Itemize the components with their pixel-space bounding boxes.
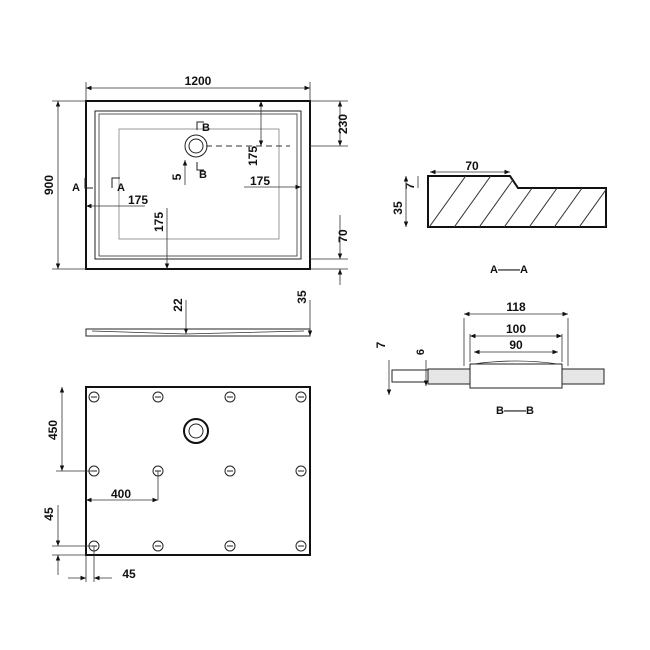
- dim-label-100: 100: [506, 322, 526, 336]
- section-aa-profile: [427, 175, 607, 228]
- section-bb-right-tray: [561, 368, 605, 385]
- dim-label-90: 90: [509, 338, 523, 352]
- dim-label-175-left: 175: [128, 193, 148, 207]
- section-a-label-left: A: [72, 182, 80, 194]
- section-a-label-right: A: [117, 182, 125, 194]
- dim-label-400: 400: [111, 487, 131, 501]
- support-foot: [152, 540, 164, 552]
- bottom-view: 450 400 45 45: [42, 386, 311, 582]
- waste-outlet-outer: [184, 134, 208, 158]
- support-foot: [152, 391, 164, 403]
- dim-label-45-v: 45: [42, 507, 56, 521]
- tray-inner-rim: [94, 110, 302, 260]
- tray-underside-outline: [85, 386, 311, 556]
- dim-label-118: 118: [506, 300, 526, 314]
- support-foot: [295, 391, 307, 403]
- dim-label-450: 450: [46, 420, 60, 440]
- section-bb-title: B——B: [496, 405, 534, 417]
- support-foot: [224, 391, 236, 403]
- section-aa-title: A——A: [490, 264, 528, 276]
- tray-side-profile: [85, 328, 311, 337]
- dim-label-35-side: 35: [295, 290, 309, 304]
- tray-side-fall: [91, 330, 305, 335]
- support-foot: [88, 391, 100, 403]
- top-view: 1200 900 230 70 175 175 175 175 5: [42, 74, 350, 285]
- support-feet: [88, 391, 307, 552]
- dim-label-175-bottom: 175: [152, 212, 166, 232]
- support-foot: [224, 540, 236, 552]
- section-b-label-bottom: B: [199, 169, 207, 181]
- dim-label-5: 5: [170, 173, 184, 180]
- dim-label-35-aa: 35: [391, 201, 405, 215]
- section-b-marker-bottom: [196, 162, 204, 171]
- underside-waste-outer: [183, 418, 209, 444]
- dim-label-900: 900: [42, 175, 56, 195]
- section-b-marker-top: [196, 121, 204, 130]
- section-a-marker-right: [111, 177, 120, 188]
- section-b-label-top: B: [202, 122, 210, 134]
- dim-label-7-aa: 7: [403, 182, 417, 189]
- support-foot: [295, 465, 307, 477]
- tray-basin: [118, 128, 280, 240]
- dim-label-7-bb: 7: [374, 341, 388, 348]
- side-view: 22 35: [85, 290, 313, 337]
- section-bb-waste-body: [469, 363, 563, 389]
- dim-label-230: 230: [336, 114, 350, 134]
- dim-label-175-waste-v: 175: [246, 146, 260, 166]
- section-bb-left-tray: [427, 368, 471, 385]
- underside-waste-inner: [188, 423, 204, 439]
- tray-outline: [85, 100, 311, 270]
- section-aa-hatching: [428, 176, 606, 227]
- dim-label-22: 22: [171, 298, 185, 312]
- support-foot: [224, 465, 236, 477]
- support-foot: [295, 540, 307, 552]
- section-a-marker-left: [84, 178, 93, 189]
- dim-label-70-aa: 70: [465, 159, 479, 173]
- dim-label-45-h: 45: [122, 567, 136, 581]
- section-bb-waste-grate: [473, 360, 559, 365]
- section-b-b: 118 100 90 7 6 B——B: [374, 300, 605, 417]
- section-bb-left-wall: [391, 369, 429, 383]
- dim-label-1200: 1200: [185, 74, 212, 88]
- dim-label-175-waste-h: 175: [250, 174, 270, 188]
- section-a-a: 70 7 35 A——A: [391, 159, 607, 276]
- dim-label-6-bb: 6: [415, 349, 427, 355]
- dim-label-70: 70: [336, 229, 350, 243]
- waste-outlet-inner: [188, 138, 204, 154]
